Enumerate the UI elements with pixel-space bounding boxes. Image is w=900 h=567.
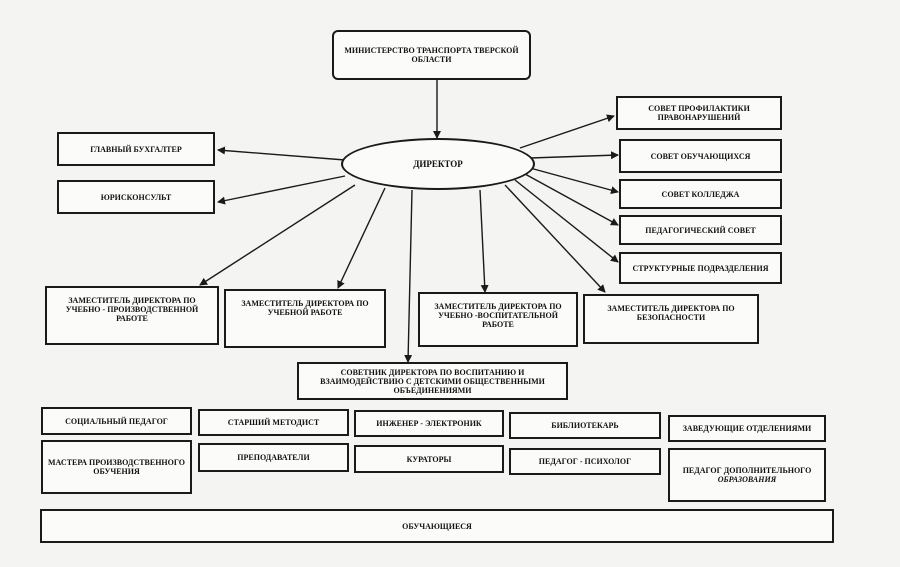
staff-label: ЗАВЕДУЮЩИЕ ОТДЕЛЕНИЯМИ: [682, 424, 812, 433]
students-box: ОБУЧАЮЩИЕСЯ: [40, 509, 834, 543]
staff-box-psychologist: ПЕДАГОГ - ПСИХОЛОГ: [509, 448, 661, 475]
deputy-box-educational: ЗАМЕСТИТЕЛЬ ДИРЕКТОРА ПО УЧЕБНО -ВОСПИТА…: [418, 292, 578, 347]
deputy-label: ЗАМЕСТИТЕЛЬ ДИРЕКТОРА ПО БЕЗОПАСНОСТИ: [607, 304, 735, 322]
legal-advisor-label: ЮРИСКОНСУЛЬТ: [100, 192, 172, 202]
advisor-label: СОВЕТНИК ДИРЕКТОРА ПО ВОСПИТАНИЮ И ВЗАИМ…: [320, 367, 545, 395]
staff-label: ПРЕПОДАВАТЕЛИ: [237, 453, 310, 462]
council-label: СТРУКТУРНЫЕ ПОДРАЗДЕЛЕНИЯ: [632, 263, 769, 273]
staff-box-masters: МАСТЕРА ПРОИЗВОДСТВЕННОГО ОБУЧЕНИЯ: [41, 440, 192, 494]
staff-label: БИБЛИОТЕКАРЬ: [551, 421, 619, 430]
staff-box-teachers: ПРЕПОДАВАТЕЛИ: [198, 443, 349, 472]
council-label: СОВЕТ КОЛЛЕДЖА: [661, 189, 740, 199]
council-label: ПЕДАГОГИЧЕСКИЙ СОВЕТ: [645, 225, 756, 235]
deputy-label: ЗАМЕСТИТЕЛЬ ДИРЕКТОРА ПО УЧЕБНО -ВОСПИТА…: [434, 302, 562, 329]
arrow-director-deputy2: [337, 187, 386, 289]
staff-box-curators: КУРАТОРЫ: [354, 445, 504, 473]
staff-box-social-pedagogue: СОЦИАЛЬНЫЙ ПЕДАГОГ: [41, 407, 192, 435]
arrow-director-council1: [519, 114, 615, 149]
staff-box-senior-methodist: СТАРШИЙ МЕТОДИСТ: [198, 409, 349, 436]
council-box-students: СОВЕТ ОБУЧАЮЩИХСЯ: [619, 139, 782, 173]
staff-box-engineer: ИНЖЕНЕР - ЭЛЕКТРОНИК: [354, 410, 504, 437]
chief-accountant-label: ГЛАВНЫЙ БУХГАЛТЕР: [90, 144, 182, 154]
arrow-director-accountant: [217, 146, 346, 161]
arrow-director-deputy1: [199, 184, 356, 286]
arrow-director-deputy4: [504, 184, 606, 293]
arrow-director-council3: [529, 167, 619, 195]
council-label: СОВЕТ ОБУЧАЮЩИХСЯ: [650, 151, 751, 161]
council-box-prevention: СОВЕТ ПРОФИЛАКТИКИ ПРАВОНАРУШЕНИЙ: [616, 96, 782, 130]
ministry-box: МИНИСТЕРСТВО ТРАНСПОРТА ТВЕРСКОЙ ОБЛАСТИ: [332, 30, 531, 80]
director-ellipse: ДИРЕКТОР: [341, 138, 535, 190]
staff-label: КУРАТОРЫ: [406, 454, 452, 464]
staff-label: СОЦИАЛЬНЫЙ ПЕДАГОГ: [65, 416, 168, 426]
council-box-college: СОВЕТ КОЛЛЕДЖА: [619, 179, 782, 209]
deputy-box-academic: ЗАМЕСТИТЕЛЬ ДИРЕКТОРА ПО УЧЕБНОЙ РАБОТЕ: [224, 289, 386, 348]
staff-label: СТАРШИЙ МЕТОДИСТ: [227, 418, 320, 427]
staff-label-italic: ОБРАЗОВАНИЯ: [717, 475, 777, 484]
director-label: ДИРЕКТОР: [413, 159, 463, 169]
council-label: СОВЕТ ПРОФИЛАКТИКИ ПРАВОНАРУШЕНИЙ: [648, 104, 750, 122]
staff-label: МАСТЕРА ПРОИЗВОДСТВЕННОГО ОБУЧЕНИЯ: [48, 458, 185, 476]
staff-box-librarian: БИБЛИОТЕКАРЬ: [509, 412, 661, 439]
council-box-structural: СТРУКТУРНЫЕ ПОДРАЗДЕЛЕНИЯ: [619, 252, 782, 284]
arrow-director-legal: [217, 175, 346, 205]
deputy-label: ЗАМЕСТИТЕЛЬ ДИРЕКТОРА ПО УЧЕБНОЙ РАБОТЕ: [241, 299, 369, 317]
chief-accountant-box: ГЛАВНЫЙ БУХГАЛТЕР: [57, 132, 215, 166]
staff-label: ПЕДАГОГ ДОПОЛНИТЕЛЬНОГО: [682, 466, 812, 475]
arrow-director-council2: [529, 151, 619, 160]
staff-label: ПЕДАГОГ - ПСИХОЛОГ: [538, 457, 632, 466]
staff-box-extra-education: ПЕДАГОГ ДОПОЛНИТЕЛЬНОГО ОБРАЗОВАНИЯ: [668, 448, 826, 502]
council-box-pedagogical: ПЕДАГОГИЧЕСКИЙ СОВЕТ: [619, 215, 782, 245]
deputy-label: ЗАМЕСТИТЕЛЬ ДИРЕКТОРА ПО УЧЕБНО - ПРОИЗВ…: [65, 296, 199, 323]
students-label: ОБУЧАЮЩИЕСЯ: [402, 521, 472, 531]
staff-box-department-heads: ЗАВЕДУЮЩИЕ ОТДЕЛЕНИЯМИ: [668, 415, 826, 442]
arrow-director-advisor: [404, 189, 413, 363]
advisor-box: СОВЕТНИК ДИРЕКТОРА ПО ВОСПИТАНИЮ И ВЗАИМ…: [297, 362, 568, 400]
legal-advisor-box: ЮРИСКОНСУЛЬТ: [57, 180, 215, 214]
arrow-director-council5: [514, 179, 619, 263]
staff-label: ИНЖЕНЕР - ЭЛЕКТРОНИК: [376, 419, 482, 428]
ministry-label: МИНИСТЕРСТВО ТРАНСПОРТА ТВЕРСКОЙ ОБЛАСТИ: [344, 46, 519, 64]
deputy-box-security: ЗАМЕСТИТЕЛЬ ДИРЕКТОРА ПО БЕЗОПАСНОСТИ: [583, 294, 759, 344]
arrow-director-deputy3: [479, 189, 489, 293]
arrow-director-council4: [524, 173, 619, 226]
deputy-box-production: ЗАМЕСТИТЕЛЬ ДИРЕКТОРА ПО УЧЕБНО - ПРОИЗВ…: [45, 286, 219, 345]
